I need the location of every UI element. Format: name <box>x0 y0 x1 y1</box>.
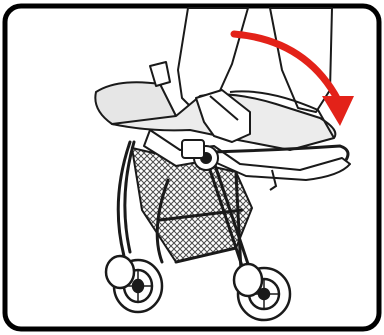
front-wheel-2 <box>106 256 134 288</box>
rear-wheel-2 <box>234 264 262 296</box>
